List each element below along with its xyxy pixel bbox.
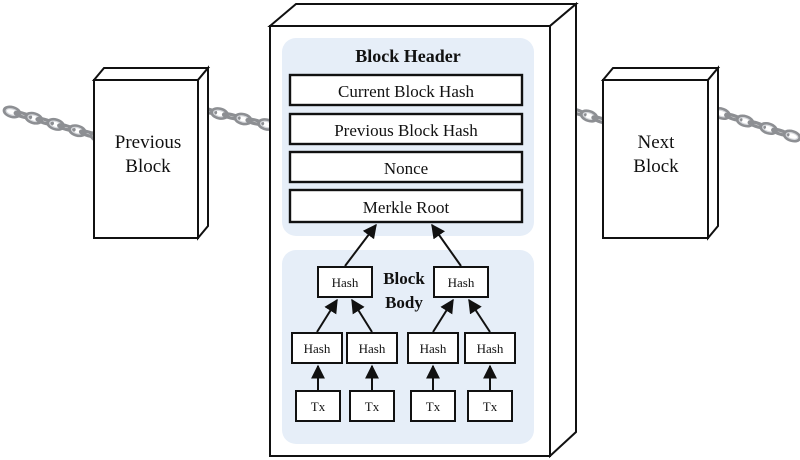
header-field-nonce: Nonce bbox=[288, 150, 524, 184]
hash-label: Hash bbox=[359, 341, 386, 356]
next-block-label-1: Next bbox=[638, 132, 676, 153]
previous-block-label-1: Previous bbox=[115, 132, 182, 153]
tx-node-2: Tx bbox=[349, 390, 395, 422]
header-field-merkle-root: Merkle Root bbox=[288, 188, 524, 224]
previous-block-label-2: Block bbox=[125, 156, 171, 177]
hash-label: Hash bbox=[304, 341, 331, 356]
tx-label: Tx bbox=[483, 399, 498, 414]
block-body-title-1: Block bbox=[383, 269, 425, 288]
previous-block-hash-label: Previous Block Hash bbox=[334, 121, 478, 140]
nonce-label: Nonce bbox=[384, 159, 428, 178]
arrow-l1left-merkle bbox=[344, 223, 377, 267]
merkle-root-label: Merkle Root bbox=[363, 198, 450, 217]
next-block: Next Block bbox=[600, 65, 721, 241]
header-field-previous-hash: Previous Block Hash bbox=[288, 112, 524, 146]
arrow-hash1-l1left bbox=[316, 298, 338, 333]
arrow-hash3-l1right bbox=[432, 298, 454, 333]
next-block-label-2: Block bbox=[633, 156, 679, 177]
arrow-hash4-l1right bbox=[468, 298, 491, 333]
tx-label: Tx bbox=[311, 399, 326, 414]
hash-label: Hash bbox=[448, 275, 475, 290]
tx-label: Tx bbox=[365, 399, 380, 414]
hash-label: Hash bbox=[477, 341, 504, 356]
hash-node-l2-1: Hash bbox=[291, 332, 343, 364]
previous-block: Previous Block bbox=[91, 65, 211, 241]
hash-node-l2-2: Hash bbox=[346, 332, 398, 364]
current-block-hash-label: Current Block Hash bbox=[338, 82, 474, 101]
hash-node-l2-4: Hash bbox=[464, 332, 516, 364]
tx-label: Tx bbox=[426, 399, 441, 414]
hash-label: Hash bbox=[420, 341, 447, 356]
block-header-title: Block Header bbox=[355, 46, 461, 66]
block-body-title-2: Body bbox=[385, 293, 423, 312]
tx-node-4: Tx bbox=[467, 390, 513, 422]
arrow-hash2-l1left bbox=[351, 298, 373, 333]
hash-label: Hash bbox=[332, 275, 359, 290]
tx-node-3: Tx bbox=[410, 390, 456, 422]
arrow-l1right-merkle bbox=[431, 223, 462, 267]
hash-node-l2-3: Hash bbox=[407, 332, 459, 364]
hash-node-l1-left: Hash bbox=[317, 266, 373, 298]
hash-node-l1-right: Hash bbox=[433, 266, 489, 298]
header-field-current-hash: Current Block Hash bbox=[288, 73, 524, 107]
tx-node-1: Tx bbox=[295, 390, 341, 422]
